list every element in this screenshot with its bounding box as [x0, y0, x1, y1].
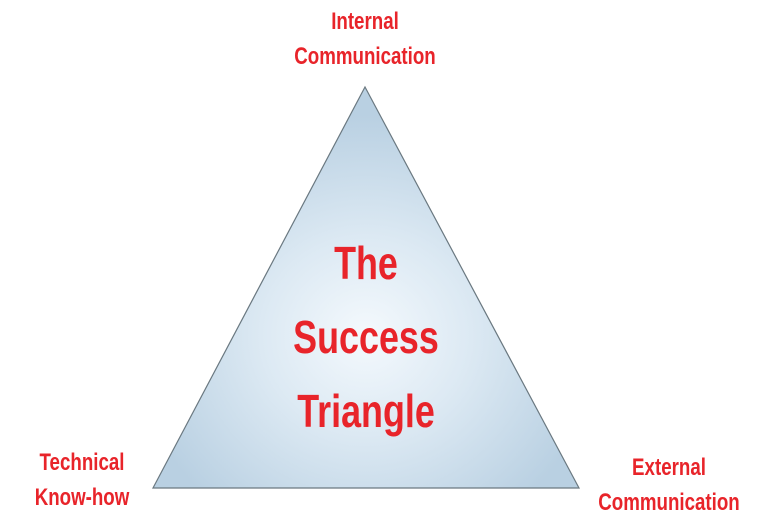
label-line: Communication: [294, 43, 436, 70]
vertex-label-top: Internal Communication: [294, 4, 435, 74]
success-triangle: [152, 85, 581, 489]
title-line: The: [334, 237, 398, 289]
diagram-title: The Success Triangle: [293, 226, 439, 448]
label-line: External: [632, 454, 706, 481]
label-line: Know-how: [34, 484, 130, 511]
label-line: Communication: [598, 489, 740, 516]
label-line: Technical: [39, 449, 125, 476]
vertex-label-bottom-right: External Communication: [598, 450, 739, 520]
vertex-label-bottom-left: Technical Know-how: [35, 445, 130, 515]
label-line: Internal: [331, 8, 399, 35]
title-line: Success: [293, 311, 439, 363]
title-line: Triangle: [297, 385, 435, 437]
